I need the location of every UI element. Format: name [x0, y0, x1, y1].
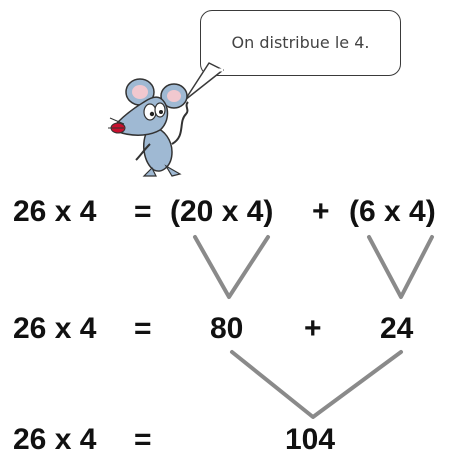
row2-equals: = [134, 312, 152, 345]
speech-bubble-text: On distribue le 4. [231, 33, 370, 52]
speech-bubble-tail [184, 62, 224, 101]
speech-bubble: On distribue le 4. [200, 10, 401, 76]
connector-term2-to-24 [367, 235, 434, 299]
row1-equals: = [134, 195, 152, 228]
row2-lhs: 26 x 4 [13, 312, 97, 345]
row3-equals: = [134, 423, 152, 456]
row3-lhs: 26 x 4 [13, 423, 97, 456]
row1-plus: + [312, 195, 330, 228]
connector-values-to-result [230, 350, 403, 419]
row1-term1: (20 x 4) [170, 195, 274, 228]
row1-term2: (6 x 4) [349, 195, 436, 228]
connector-term1-to-80 [193, 235, 270, 299]
cartoon-mouse-icon [108, 78, 189, 177]
row1-lhs: 26 x 4 [13, 195, 97, 228]
row3-result: 104 [285, 423, 336, 456]
row2-plus: + [304, 312, 322, 345]
row2-value2: 24 [380, 312, 414, 345]
row2-value1: 80 [210, 312, 244, 345]
